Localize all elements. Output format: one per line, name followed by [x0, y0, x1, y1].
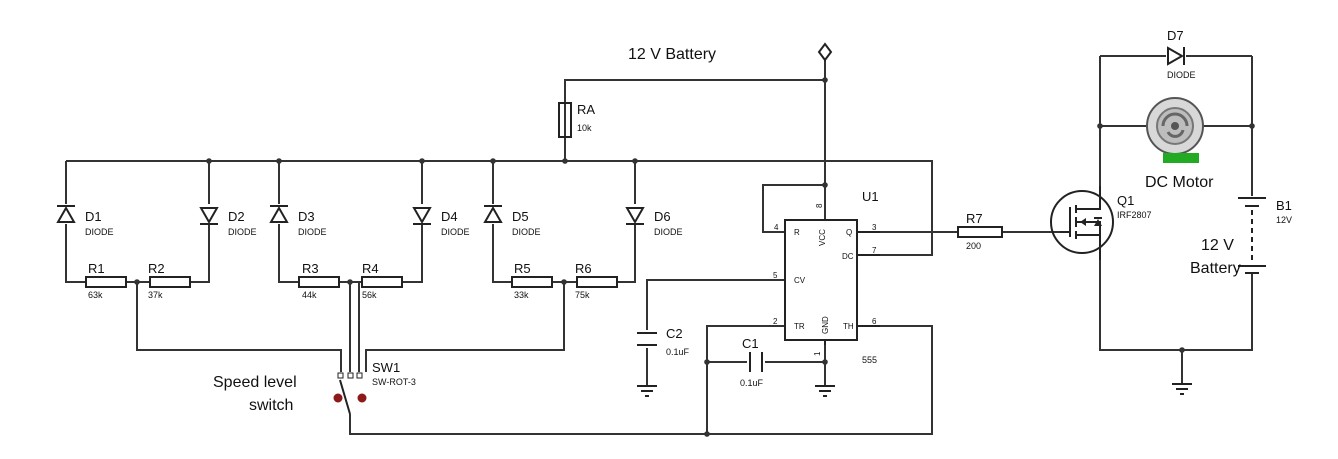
battery-caption-line1: 12 V: [1201, 237, 1234, 254]
resistor-r7: R7 200: [957, 211, 1003, 251]
c1-value: 0.1uF: [740, 378, 764, 388]
supply-terminal: 12 V Battery: [628, 42, 833, 63]
resistor-r3: R3 44k: [298, 261, 340, 300]
capacitor-c2: C2 0.1uF: [637, 326, 690, 357]
c2-name: C2: [666, 326, 683, 341]
r1-name: R1: [88, 261, 105, 276]
pin-dc-label: DC: [842, 252, 854, 261]
pin-6-number: 6: [872, 317, 877, 326]
u1-part: 555: [862, 355, 877, 365]
c2-value: 0.1uF: [666, 347, 690, 357]
resistor-r2: R2 37k: [148, 261, 191, 300]
r4-name: R4: [362, 261, 379, 276]
q1-part: IRF2807: [1117, 210, 1152, 220]
resistor-r6: R6 75k: [575, 261, 618, 300]
pin-1-number: 1: [813, 351, 822, 356]
d2-type: DIODE: [228, 227, 257, 237]
r3-value: 44k: [302, 290, 317, 300]
pin-4-number: 4: [774, 223, 779, 232]
resistor-r5: R5 33k: [511, 261, 553, 300]
battery-caption-line2: Battery: [1190, 260, 1241, 277]
pin-q-label: Q: [846, 228, 852, 237]
pin-gnd-label: GND: [821, 316, 830, 334]
pin-8-number: 8: [815, 203, 824, 208]
r2-name: R2: [148, 261, 165, 276]
ra-name: RA: [577, 102, 595, 117]
sw1-type: SW-ROT-3: [372, 377, 416, 387]
d3-name: D3: [298, 209, 315, 224]
d7-type: DIODE: [1167, 70, 1196, 80]
wires: [65, 55, 1253, 435]
d4-type: DIODE: [441, 227, 470, 237]
pin-cv-label: CV: [794, 276, 806, 285]
diode-d1: D1 DIODE: [56, 205, 114, 237]
diode-d2: D2 DIODE: [199, 207, 257, 237]
c1-name: C1: [742, 336, 759, 351]
diode-d5: D5 DIODE: [483, 205, 541, 237]
d7-name: D7: [1167, 28, 1184, 43]
pin-tr-label: TR: [794, 322, 805, 331]
q1-name: Q1: [1117, 193, 1134, 208]
r1-value: 63k: [88, 290, 103, 300]
resistor-r4: R4 56k: [361, 261, 403, 300]
switch-contact-right: [357, 393, 367, 403]
diode-d4: D4 DIODE: [412, 207, 470, 237]
switch-caption-line1: Speed level: [213, 374, 297, 391]
switch-caption-line2: switch: [249, 397, 293, 414]
r7-name: R7: [966, 211, 983, 226]
pin-th-label: TH: [843, 322, 854, 331]
battery-b1: B1 12V 12 V Battery: [1190, 197, 1292, 277]
d6-type: DIODE: [654, 227, 683, 237]
d4-name: D4: [441, 209, 458, 224]
timer-555: U1 555 R VCC Q DC CV TR GND TH 4 8 3 7 5…: [773, 189, 880, 365]
diode-d7: D7 DIODE: [1167, 28, 1196, 80]
r6-name: R6: [575, 261, 592, 276]
r3-name: R3: [302, 261, 319, 276]
rotary-switch: SW1 SW-ROT-3 Speed level switch: [213, 360, 416, 415]
resistor-r1: R1 63k: [85, 261, 127, 300]
pin-2-number: 2: [773, 317, 778, 326]
ground-timer: [815, 385, 835, 397]
pin-5-number: 5: [773, 271, 778, 280]
d1-type: DIODE: [85, 227, 114, 237]
pin-r-label: R: [794, 228, 800, 237]
pin-vcc-label: VCC: [818, 229, 827, 246]
resistor-ra: RA 10k: [558, 102, 595, 138]
pin-3-number: 3: [872, 223, 877, 232]
b1-value: 12V: [1276, 215, 1292, 225]
ground-c2: [637, 385, 657, 397]
d5-name: D5: [512, 209, 529, 224]
r5-name: R5: [514, 261, 531, 276]
d3-type: DIODE: [298, 227, 327, 237]
motor-indicator: [1163, 153, 1199, 163]
supply-label: 12 V Battery: [628, 46, 716, 63]
switch-contact-left: [333, 393, 343, 403]
mosfet-q1: Q1 IRF2807: [1050, 186, 1152, 260]
pin-7-number: 7: [872, 246, 877, 255]
d6-name: D6: [654, 209, 671, 224]
diode-d3: D3 DIODE: [269, 205, 327, 237]
d5-type: DIODE: [512, 227, 541, 237]
r2-value: 37k: [148, 290, 163, 300]
ra-value: 10k: [577, 123, 592, 133]
motor-label: DC Motor: [1145, 174, 1214, 191]
dc-motor: DC Motor: [1145, 97, 1214, 191]
r5-value: 33k: [514, 290, 529, 300]
r6-value: 75k: [575, 290, 590, 300]
r7-value: 200: [966, 241, 981, 251]
sw1-name: SW1: [372, 360, 400, 375]
d2-name: D2: [228, 209, 245, 224]
d1-name: D1: [85, 209, 102, 224]
u1-name: U1: [862, 189, 879, 204]
junctions: [134, 77, 1255, 437]
ground-motor: [1172, 383, 1192, 395]
b1-name: B1: [1276, 198, 1292, 213]
capacitor-c1: C1 0.1uF: [740, 336, 764, 388]
r4-value: 56k: [362, 290, 377, 300]
diode-d6: D6 DIODE: [625, 207, 683, 237]
